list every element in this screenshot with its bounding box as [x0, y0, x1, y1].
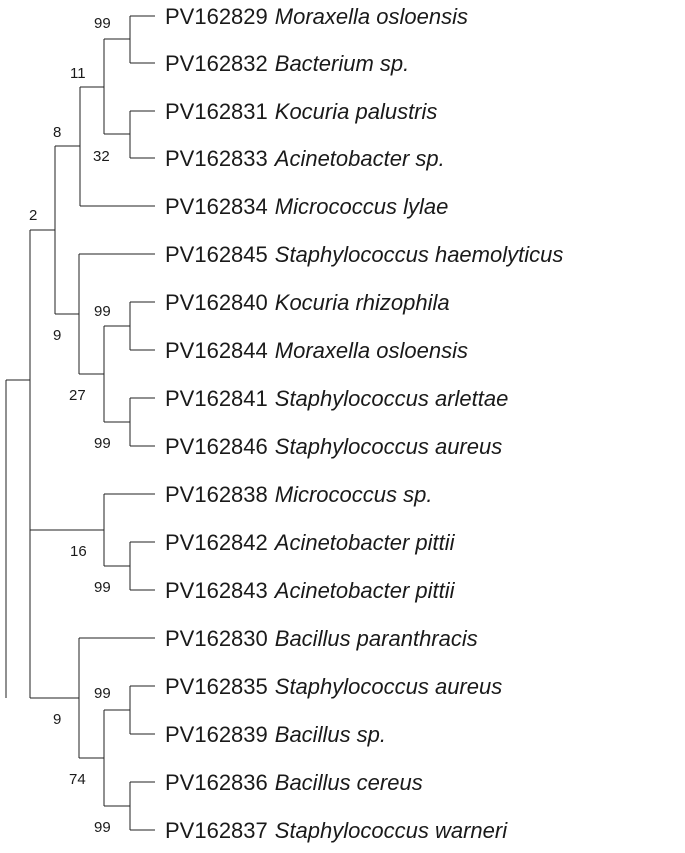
- leaf-label: PV162839 Bacillus sp.: [165, 722, 386, 747]
- leaf-accession: PV162835: [165, 674, 268, 699]
- leaf-label: PV162838 Micrococcus sp.: [165, 482, 432, 507]
- leaf-species: Acinetobacter pittii: [273, 578, 456, 603]
- leaf-species: Staphylococcus haemolyticus: [275, 242, 564, 267]
- bootstrap-value: 74: [69, 771, 86, 788]
- leaf-species: Staphylococcus aureus: [275, 434, 502, 459]
- leaf-label: PV162830 Bacillus paranthracis: [165, 626, 478, 651]
- leaf-label: PV162840 Kocuria rhizophila: [165, 290, 450, 315]
- bootstrap-value: 11: [70, 65, 86, 82]
- leaf-label: PV162837 Staphylococcus warneri: [165, 818, 508, 843]
- bootstrap-value: 99: [94, 819, 111, 836]
- leaf-species: Micrococcus lylae: [275, 194, 449, 219]
- bootstrap-value: 99: [94, 15, 111, 32]
- leaf-accession: PV162845: [165, 242, 268, 267]
- bootstrap-value: 99: [94, 303, 111, 320]
- leaf-label: PV162831 Kocuria palustris: [165, 99, 437, 124]
- leaf-accession: PV162831: [165, 99, 268, 124]
- leaf-species: Bacterium sp.: [275, 51, 410, 76]
- bootstrap-value: 99: [94, 685, 111, 702]
- bootstrap-value: 9: [53, 327, 61, 344]
- leaf-accession: PV162833: [165, 146, 268, 171]
- leaf-accession: PV162840: [165, 290, 268, 315]
- leaf-accession: PV162843: [165, 578, 268, 603]
- bootstrap-value: 99: [94, 435, 111, 452]
- bootstrap-value: 16: [70, 543, 87, 560]
- leaf-label: PV162844 Moraxella osloensis: [165, 338, 468, 363]
- leaf-label: PV162834 Micrococcus lylae: [165, 194, 448, 219]
- leaf-label: PV162836 Bacillus cereus: [165, 770, 423, 795]
- leaf-label: PV162829 Moraxella osloensis: [165, 4, 468, 29]
- leaf-accession: PV162842: [165, 530, 268, 555]
- leaf-species: Staphylococcus aureus: [275, 674, 502, 699]
- leaf-species: Staphylococcus arlettae: [275, 386, 509, 411]
- bootstrap-value: 99: [94, 579, 111, 596]
- leaf-species: Bacillus paranthracis: [275, 626, 478, 651]
- leaf-species: Moraxella osloensis: [275, 4, 468, 29]
- bootstrap-value: 32: [93, 148, 110, 165]
- leaf-species: Kocuria palustris: [275, 99, 438, 124]
- leaf-species: Micrococcus sp.: [275, 482, 433, 507]
- leaf-label: PV162835 Staphylococcus aureus: [165, 674, 502, 699]
- leaf-label: PV162845 Staphylococcus haemolyticus: [165, 242, 563, 267]
- leaf-accession: PV162834: [165, 194, 268, 219]
- tree-branches: [5, 15, 155, 831]
- leaf-accession: PV162829: [165, 4, 268, 29]
- leaf-species: Kocuria rhizophila: [275, 290, 450, 315]
- leaf-accession: PV162838: [165, 482, 268, 507]
- leaf-species: Acinetobacter sp.: [273, 146, 445, 171]
- leaf-accession: PV162830: [165, 626, 268, 651]
- leaf-accession: PV162836: [165, 770, 268, 795]
- leaf-species: Bacillus sp.: [275, 722, 386, 747]
- leaf-species: Moraxella osloensis: [275, 338, 468, 363]
- leaf-accession: PV162837: [165, 818, 268, 843]
- bootstrap-value: 27: [69, 387, 86, 404]
- bootstrap-value: 8: [53, 124, 61, 141]
- leaf-species: Bacillus cereus: [275, 770, 423, 795]
- bootstrap-value: 9: [53, 711, 61, 728]
- leaf-species: Acinetobacter pittii: [273, 530, 456, 555]
- leaf-label: PV162832 Bacterium sp.: [165, 51, 409, 76]
- leaf-accession: PV162846: [165, 434, 268, 459]
- leaf-accession: PV162832: [165, 51, 268, 76]
- leaf-species: Staphylococcus warneri: [275, 818, 508, 843]
- leaf-label: PV162841 Staphylococcus arlettae: [165, 386, 508, 411]
- leaf-accession: PV162844: [165, 338, 268, 363]
- leaf-accession: PV162841: [165, 386, 268, 411]
- leaf-label: PV162846 Staphylococcus aureus: [165, 434, 502, 459]
- bootstrap-value: 2: [29, 207, 37, 224]
- leaf-accession: PV162839: [165, 722, 268, 747]
